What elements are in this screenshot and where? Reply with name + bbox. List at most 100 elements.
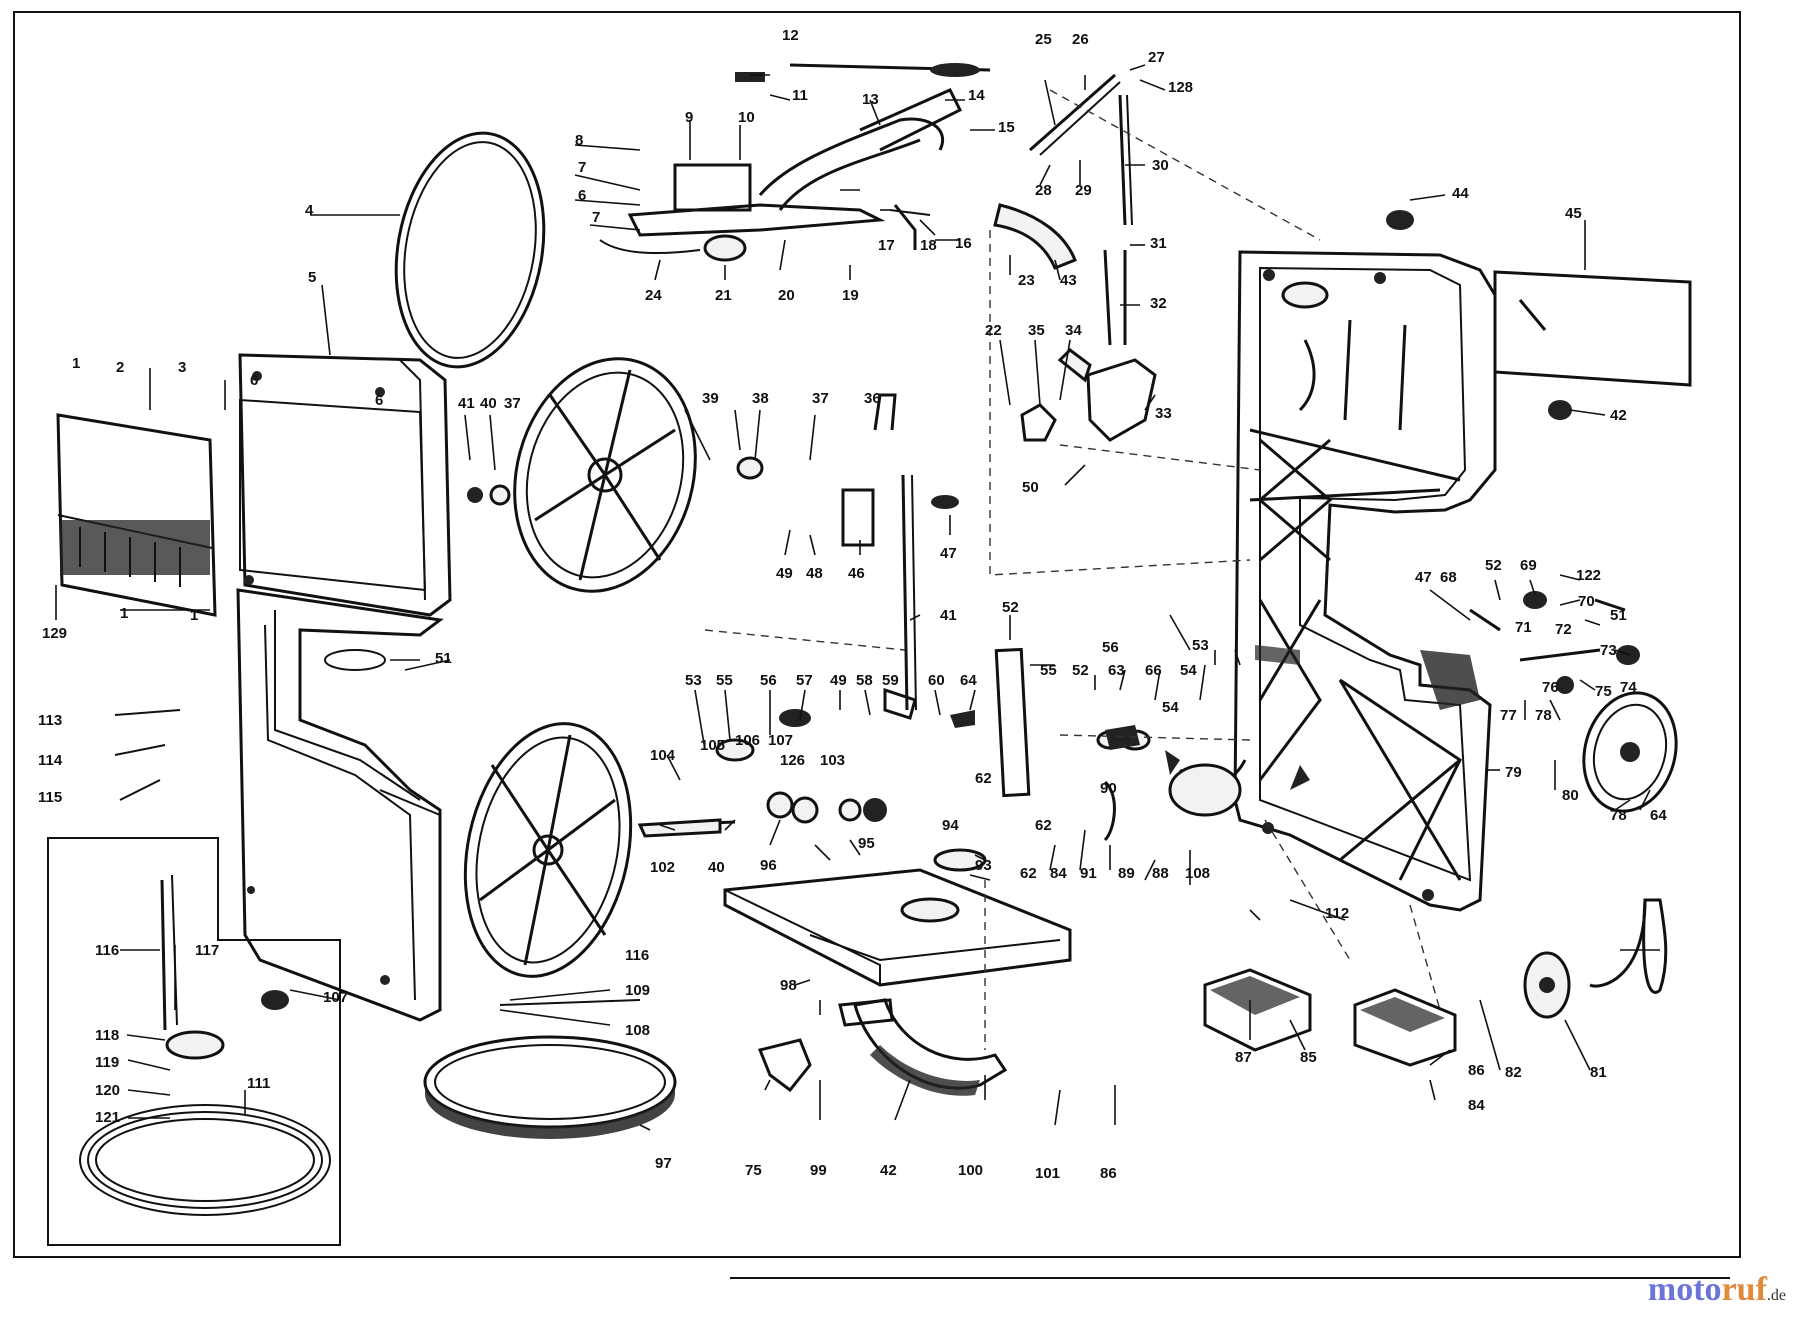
callout-label: 1 <box>72 355 80 372</box>
callout-label: 47 <box>1415 569 1432 586</box>
callout-label: 24 <box>645 287 662 304</box>
callout-label: 69 <box>1520 557 1537 574</box>
callout-label: 107 <box>323 989 348 1006</box>
projection-line-2 <box>989 230 1251 576</box>
callout-label: 14 <box>968 87 985 104</box>
leader-lines <box>55 64 1660 1131</box>
callout-label: 28 <box>1035 182 1052 199</box>
callout-label: 49 <box>776 565 793 582</box>
callout-label: 52 <box>1072 662 1089 679</box>
callout-label: 6 <box>578 187 586 204</box>
callout-label: 15 <box>998 119 1015 136</box>
guide-bar <box>994 647 1031 798</box>
callout-label: 52 <box>1485 557 1502 574</box>
callout-label: 73 <box>1600 642 1617 659</box>
callout-label: 103 <box>820 752 845 769</box>
callout-label: 66 <box>1145 662 1162 679</box>
callout-label: 10 <box>738 109 755 126</box>
callout-label: 48 <box>806 565 823 582</box>
callout-label: 109 <box>625 982 650 999</box>
callout-label: 77 <box>1500 707 1517 724</box>
callout-label: 101 <box>1035 1165 1060 1182</box>
callout-label: 75 <box>1595 683 1612 700</box>
site-watermark-logo: motoruf.de <box>1648 1271 1786 1309</box>
callout-label: 39 <box>702 390 719 407</box>
callout-label: 30 <box>1152 157 1169 174</box>
callout-label: 56 <box>1102 639 1119 656</box>
callout-label: 51 <box>435 650 452 667</box>
callout-label: 1 <box>120 605 128 622</box>
callout-label: 78 <box>1610 807 1627 824</box>
projection-line-7 <box>1409 904 1441 1011</box>
callout-label: 129 <box>42 625 67 642</box>
callout-label: 12 <box>782 27 799 44</box>
callout-label: 117 <box>195 942 219 959</box>
callout-label: 36 <box>864 390 881 407</box>
trunnion-block-lower <box>1353 988 1457 1067</box>
callout-label: 88 <box>1152 865 1169 882</box>
callout-label: 32 <box>1150 295 1167 312</box>
small-hardware <box>114 210 1640 1010</box>
callout-label: 84 <box>1468 1097 1485 1114</box>
projection-line-1 <box>1049 89 1321 241</box>
callout-label: 13 <box>862 91 879 108</box>
upper-band-wheel <box>513 357 697 593</box>
callout-label: 86 <box>1468 1062 1485 1079</box>
side-cover-slot <box>1518 299 1547 331</box>
bearing-bracket <box>841 488 875 547</box>
callout-label: 80 <box>1562 787 1579 804</box>
callout-label: 46 <box>848 565 865 582</box>
watermark-suffix: .de <box>1766 1287 1786 1304</box>
callout-label: 60 <box>928 672 945 689</box>
callout-label: 6 <box>375 392 383 409</box>
callout-label: 76 <box>1542 679 1559 696</box>
callout-label: 7 <box>592 209 600 226</box>
callout-label: 33 <box>1155 405 1172 422</box>
callout-label: 96 <box>760 857 777 874</box>
callout-label: 62 <box>1020 865 1037 882</box>
callout-label: 82 <box>1505 1064 1522 1081</box>
motor-pulley <box>1582 691 1678 813</box>
callout-label: 56 <box>760 672 777 689</box>
callout-label: 16 <box>955 235 972 252</box>
callout-label: 81 <box>1590 1064 1607 1081</box>
callout-label: 87 <box>1235 1049 1252 1066</box>
projection-line-6 <box>1264 819 1351 961</box>
callout-label: 43 <box>1060 272 1077 289</box>
callout-label: 115 <box>38 789 62 806</box>
callout-label: 4 <box>305 202 314 219</box>
projection-line-8 <box>704 629 906 651</box>
callout-label: 91 <box>1080 865 1097 882</box>
trunnion-block-upper <box>1203 968 1312 1052</box>
callout-label: 53 <box>1192 637 1209 654</box>
callout-label: 75 <box>745 1162 762 1179</box>
callout-label: 23 <box>1018 272 1035 289</box>
callout-label: 50 <box>1022 479 1039 496</box>
callout-label: 114 <box>38 752 63 769</box>
callout-label: 1 <box>190 607 198 624</box>
main-saw-frame <box>1233 250 1497 912</box>
callout-label: 122 <box>1576 567 1601 584</box>
callout-label: 113 <box>38 712 62 729</box>
callout-label: 116 <box>95 942 119 959</box>
callout-label: 29 <box>1075 182 1092 199</box>
callout-label: 72 <box>1555 621 1572 638</box>
callout-label: 64 <box>1650 807 1667 824</box>
diagram-border <box>13 11 1741 1258</box>
callout-label: 104 <box>650 747 676 764</box>
callout-label: 62 <box>1035 817 1052 834</box>
callout-label: 53 <box>685 672 702 689</box>
callout-label: 55 <box>1040 662 1057 679</box>
callout-label: 42 <box>880 1162 897 1179</box>
guide-rod <box>901 474 909 711</box>
callout-label: 79 <box>1505 764 1522 781</box>
callout-label: 3 <box>178 359 186 376</box>
callout-label: 116 <box>625 947 649 964</box>
callout-label: 84 <box>1050 865 1067 882</box>
callout-label: 108 <box>1185 865 1210 882</box>
table-bracket <box>757 1038 812 1093</box>
callout-label: 38 <box>752 390 769 407</box>
drive-belt-upper-inner <box>403 141 537 359</box>
v-belt-loop <box>1589 899 1647 988</box>
callout-label: 100 <box>958 1162 983 1179</box>
